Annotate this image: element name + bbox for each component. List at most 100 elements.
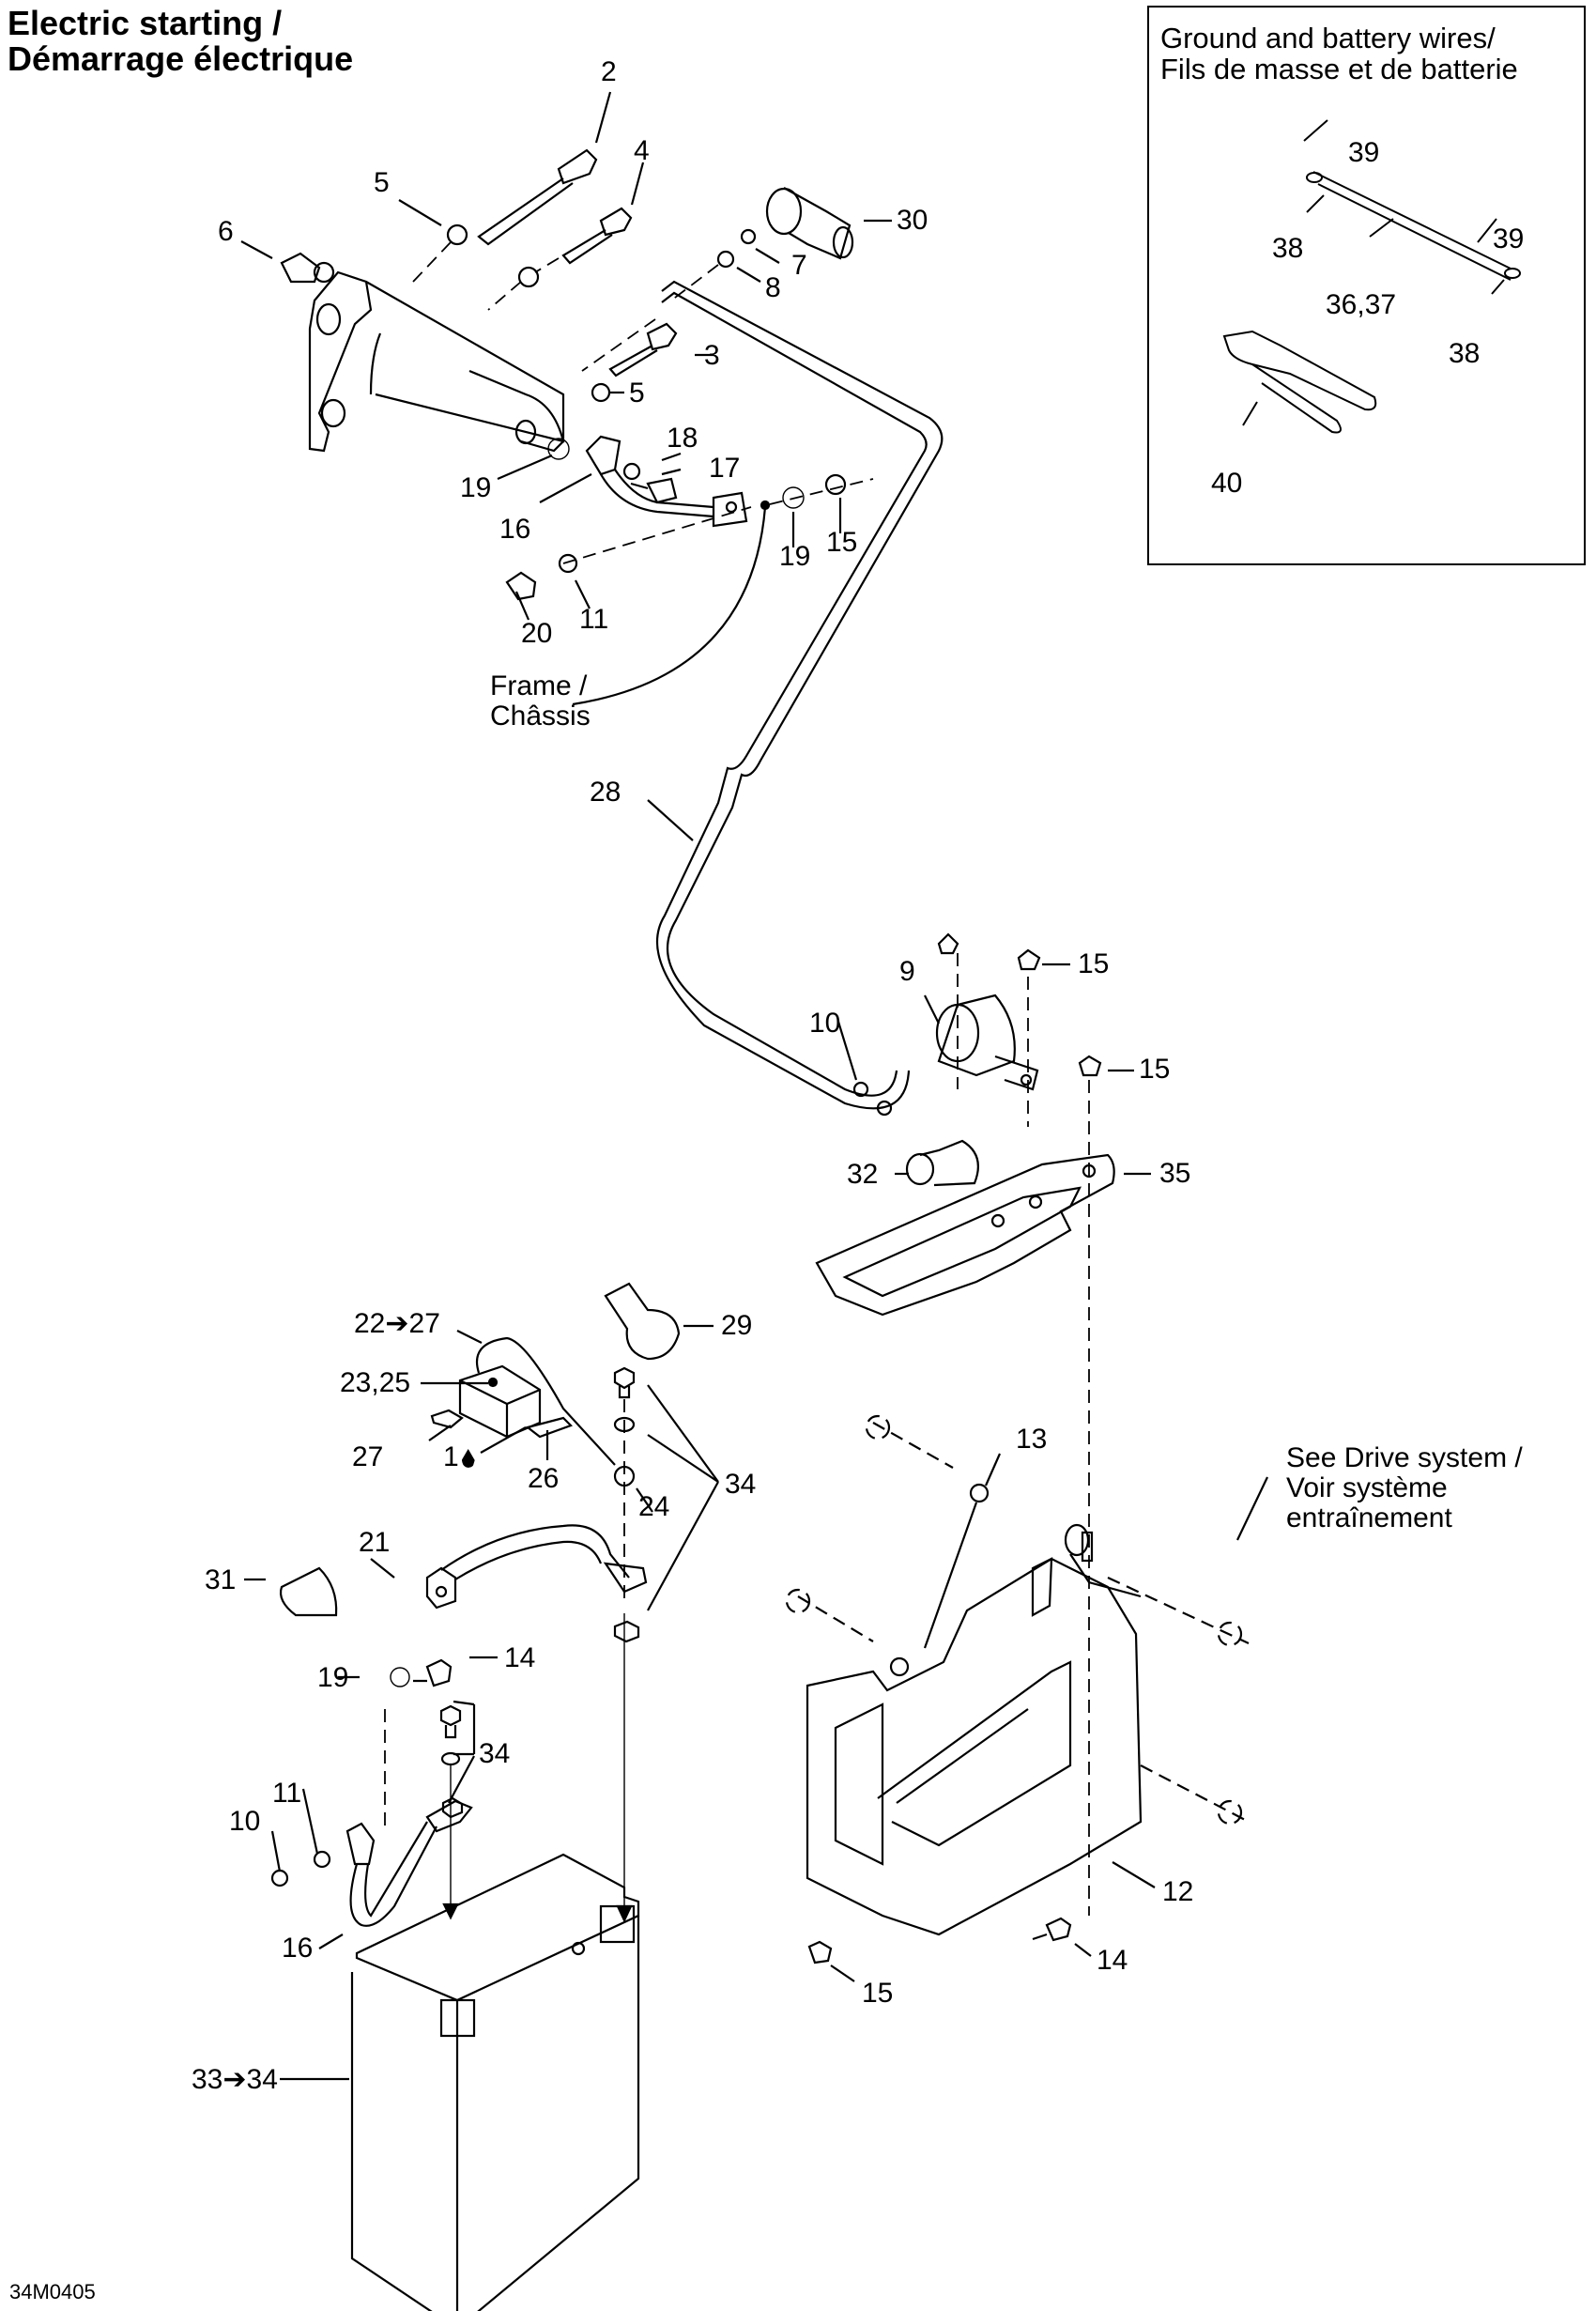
title-french: Démarrage électrique bbox=[8, 39, 354, 78]
starter-motor bbox=[280, 252, 565, 453]
terminal-boot-31 bbox=[279, 1566, 338, 1617]
solenoid-bracket-35 bbox=[815, 1153, 1115, 1317]
callout-20: 20 bbox=[521, 618, 553, 649]
callout-6: 6 bbox=[218, 216, 234, 247]
callout-40: 40 bbox=[1211, 468, 1243, 499]
star-washer-19-a bbox=[547, 438, 570, 460]
star-washer-19-b bbox=[782, 486, 805, 509]
inset-title: Ground and battery wires/ Fils de masse … bbox=[1160, 23, 1518, 85]
bolt-14-a bbox=[413, 1658, 453, 1687]
oil-drop-icon bbox=[461, 1449, 475, 1468]
callout-35: 35 bbox=[1159, 1158, 1191, 1189]
bolt-20 bbox=[505, 571, 537, 601]
ground-battery-wires-inset bbox=[1147, 6, 1586, 565]
callout-13: 13 bbox=[1016, 1424, 1048, 1455]
callout-15-c: 15 bbox=[1139, 1054, 1171, 1085]
callout-8: 8 bbox=[765, 272, 781, 303]
inset-title-english: Ground and battery wires/ bbox=[1160, 22, 1496, 54]
callout-39-b: 39 bbox=[1493, 223, 1525, 254]
nut-15-b bbox=[1017, 948, 1041, 971]
callout-22-27: 22➔27 bbox=[354, 1308, 440, 1339]
callout-10-b: 10 bbox=[229, 1806, 261, 1837]
battery-tray-12 bbox=[806, 1523, 1143, 1936]
callout-11-a: 11 bbox=[579, 604, 609, 635]
starter-solenoid-9 bbox=[935, 994, 1039, 1091]
callout-16-b: 16 bbox=[282, 1933, 314, 1964]
inset-title-french: Fils de masse et de batterie bbox=[1160, 53, 1518, 85]
leader-lines bbox=[240, 91, 1268, 2081]
washer-5-a2 bbox=[517, 266, 540, 288]
callout-5-a: 5 bbox=[374, 167, 390, 198]
nut-15-b1 bbox=[937, 932, 959, 955]
fuse-26 bbox=[525, 1416, 573, 1439]
callout-27: 27 bbox=[352, 1441, 384, 1472]
washer-18 bbox=[622, 462, 641, 481]
drawing-code: 34M0405 bbox=[9, 2280, 96, 2303]
callout-14-a: 14 bbox=[504, 1642, 536, 1673]
callout-17: 17 bbox=[709, 453, 741, 484]
callout-32: 32 bbox=[847, 1159, 879, 1190]
callout-26: 26 bbox=[528, 1463, 560, 1494]
bolt-17 bbox=[630, 477, 678, 504]
fuse-cover-27 bbox=[430, 1409, 464, 1429]
callout-16-a: 16 bbox=[499, 514, 531, 545]
callout-10-a: 10 bbox=[809, 1008, 841, 1039]
callout-38-b: 38 bbox=[1449, 338, 1481, 369]
callout-4: 4 bbox=[634, 135, 650, 166]
washer-5-b bbox=[591, 382, 611, 403]
nut-15-a bbox=[824, 473, 847, 496]
callout-12: 12 bbox=[1162, 1876, 1194, 1907]
callout-14-b: 14 bbox=[1097, 1945, 1128, 1976]
washer-11-a bbox=[558, 553, 578, 574]
nut-7 bbox=[740, 228, 757, 245]
callout-23-25: 23,25 bbox=[340, 1367, 411, 1398]
title-english: Electric starting / bbox=[8, 4, 283, 42]
ghost-bolts bbox=[785, 1414, 1250, 1826]
terminal-boot-32 bbox=[905, 1139, 979, 1187]
callout-18: 18 bbox=[667, 423, 698, 454]
terminal-boot-30 bbox=[765, 187, 854, 260]
callout-33-34: 33➔34 bbox=[192, 2064, 278, 2095]
battery-33 bbox=[350, 1853, 640, 2311]
washer-5-a bbox=[446, 223, 468, 246]
callout-1-number: 1 bbox=[443, 1441, 459, 1472]
callout-19-a: 19 bbox=[460, 472, 492, 503]
callout-1: 1 bbox=[443, 1443, 475, 1471]
callout-36-37: 36,37 bbox=[1326, 289, 1397, 320]
square-nut-34-a bbox=[613, 1620, 640, 1643]
callout-34-b: 34 bbox=[479, 1738, 511, 1769]
washer-34-b bbox=[440, 1751, 461, 1766]
callout-15-d: 15 bbox=[862, 1978, 894, 2009]
callout-34-a: 34 bbox=[725, 1469, 757, 1500]
nut-10-b bbox=[270, 1869, 289, 1887]
bolt-4 bbox=[561, 207, 633, 265]
callout-21: 21 bbox=[359, 1527, 391, 1558]
callout-19-c: 19 bbox=[317, 1662, 349, 1693]
washer-11-b bbox=[313, 1850, 331, 1869]
washer-13-a bbox=[969, 1483, 990, 1503]
bolt-2 bbox=[477, 148, 598, 246]
callout-30: 30 bbox=[897, 205, 928, 236]
callout-29: 29 bbox=[721, 1310, 753, 1341]
callout-19-b: 19 bbox=[779, 541, 811, 572]
ground-cable-16-bottom bbox=[345, 1799, 473, 1927]
callout-5-b: 5 bbox=[629, 377, 645, 408]
callout-3: 3 bbox=[704, 340, 720, 371]
bolt-14-b bbox=[1032, 1917, 1072, 1942]
frame-note: Frame / Châssis bbox=[490, 670, 591, 732]
callout-31: 31 bbox=[205, 1564, 237, 1595]
washer-8 bbox=[716, 250, 735, 269]
callout-7: 7 bbox=[791, 250, 807, 281]
callout-28: 28 bbox=[590, 777, 622, 808]
screw-34-b bbox=[439, 1704, 462, 1739]
page-title: Electric starting / Démarrage électrique bbox=[8, 6, 353, 77]
nut-10-a2 bbox=[876, 1100, 893, 1117]
callout-38-a: 38 bbox=[1272, 233, 1304, 264]
callout-2: 2 bbox=[601, 56, 617, 87]
callout-39-a: 39 bbox=[1348, 137, 1380, 168]
nut-15-d bbox=[807, 1940, 833, 1964]
washer-13-b bbox=[889, 1656, 910, 1677]
callout-24: 24 bbox=[638, 1491, 670, 1522]
star-washer-19-c bbox=[390, 1667, 410, 1687]
